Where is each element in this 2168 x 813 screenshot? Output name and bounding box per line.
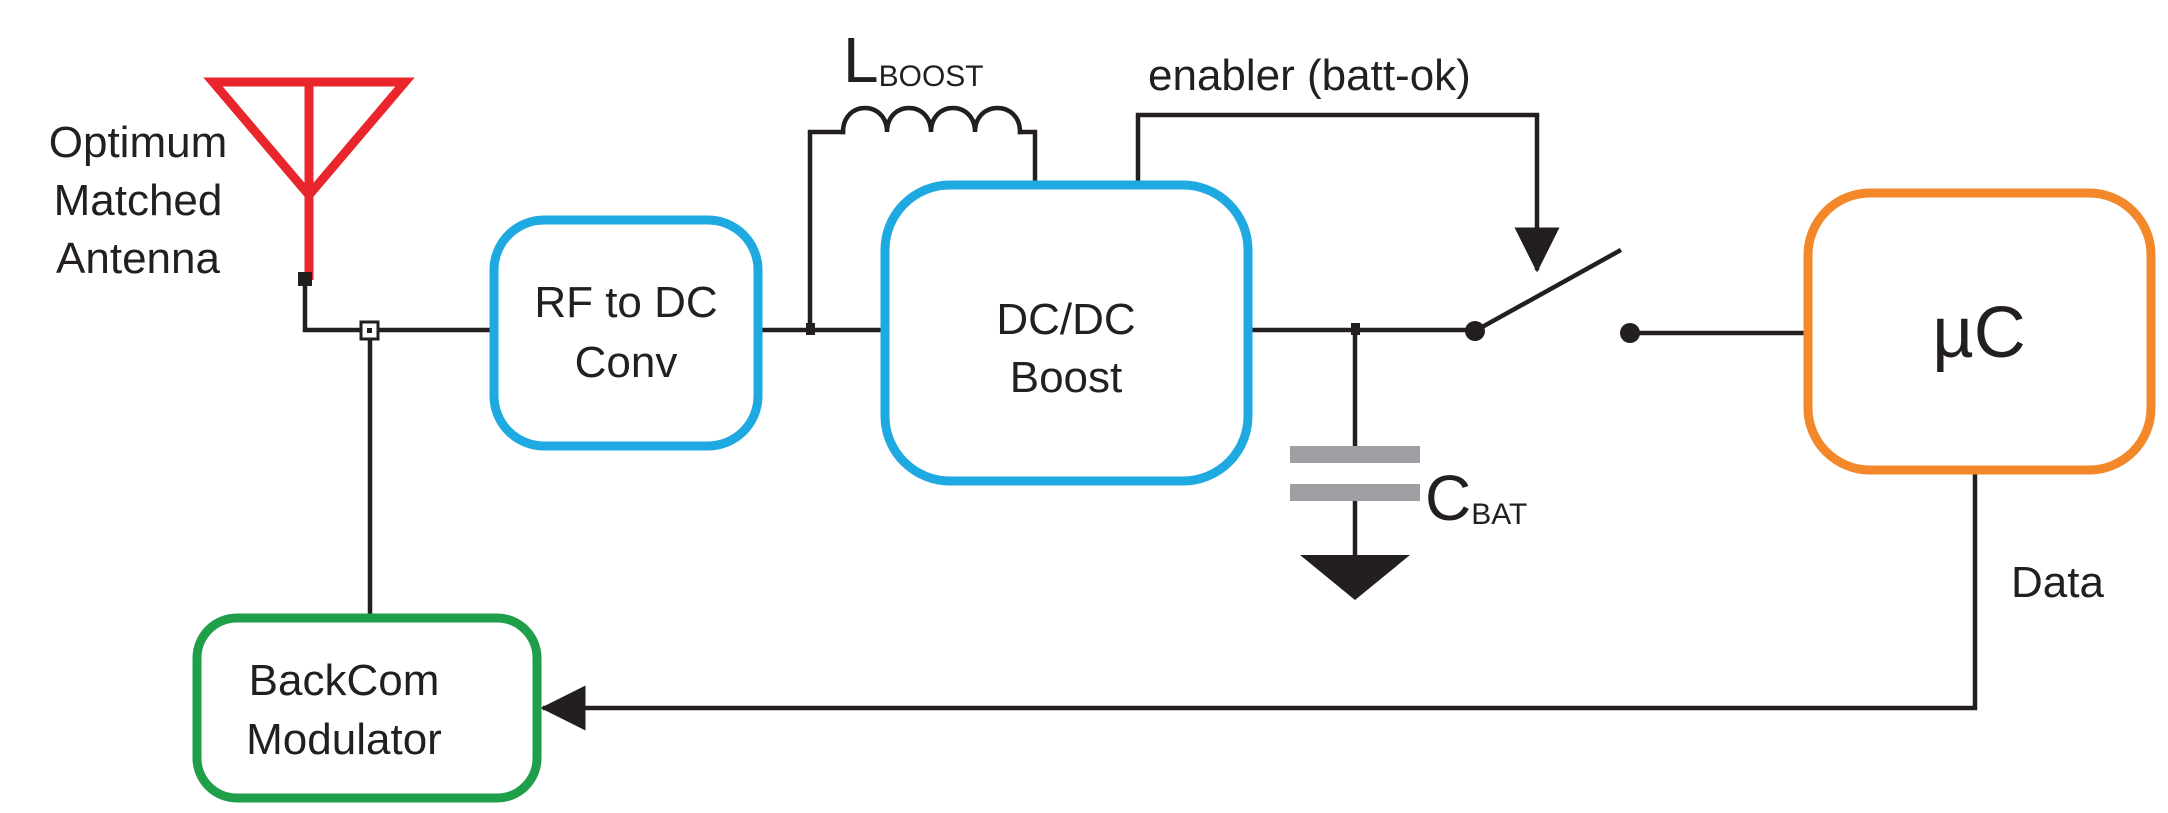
dcdc-boost-line-2: Boost: [1010, 353, 1123, 402]
node-marker-inductor: [806, 323, 815, 335]
dcdc-boost-block: DC/DC Boost: [880, 180, 1253, 486]
dcdc-boost-line-1: DC/DC: [996, 295, 1135, 344]
antenna-label-line-2: Matched: [54, 176, 223, 225]
capacitor-plate-bottom: [1290, 484, 1420, 501]
rf-to-dc-block: RF to DC Conv: [489, 215, 763, 451]
switch-blade: [1471, 247, 1623, 335]
antenna-label-line-3: Antenna: [56, 234, 220, 283]
capacitor-symbol: [1290, 446, 1420, 501]
backcom-modulator-box: [192, 613, 542, 803]
wire-inductor-loop: [807, 129, 1038, 333]
capacitor-symbol-text: C: [1425, 462, 1471, 534]
capacitor-label: CBAT: [1425, 462, 1527, 534]
ground-icon: [1300, 555, 1410, 600]
antenna-icon: [203, 77, 415, 280]
microcontroller-block: µC: [1803, 188, 2156, 475]
rf-to-dc-line-1: RF to DC: [534, 278, 717, 327]
microcontroller-label: µC: [1932, 293, 2025, 373]
data-label: Data: [2011, 558, 2104, 607]
backcom-line-1: BackCom: [249, 656, 440, 705]
antenna-symbol: [203, 77, 415, 286]
switch-output-contact: [1620, 323, 1640, 343]
antenna-port: [298, 272, 312, 286]
wire-antenna-feed: [302, 277, 495, 333]
node-marker-capacitor: [1351, 323, 1360, 335]
inductor-subscript: BOOST: [879, 60, 984, 93]
enabler-label: enabler (batt-ok): [1148, 51, 1471, 100]
backcom-line-2: Modulator: [246, 715, 442, 764]
capacitor-plate-top: [1290, 446, 1420, 463]
rf-to-dc-line-2: Conv: [575, 338, 678, 387]
enable-switch: [1465, 247, 1640, 343]
inductor-icon: [840, 105, 1023, 135]
antenna-label-line-1: Optimum: [49, 118, 227, 167]
wire-data: [540, 467, 1978, 731]
dcdc-boost-box: [880, 180, 1253, 486]
backcom-modulator-block: BackCom Modulator: [192, 613, 542, 803]
inductor-label: LBOOST: [843, 24, 984, 96]
rf-to-dc-box: [489, 215, 763, 451]
inductor-symbol: L: [843, 24, 879, 96]
wire-enabler: [1135, 112, 1560, 273]
wires: [302, 112, 1978, 731]
microcontroller-box: [1803, 188, 2156, 475]
coupling-junction-core: [367, 328, 372, 333]
capacitor-subscript: BAT: [1471, 498, 1527, 531]
